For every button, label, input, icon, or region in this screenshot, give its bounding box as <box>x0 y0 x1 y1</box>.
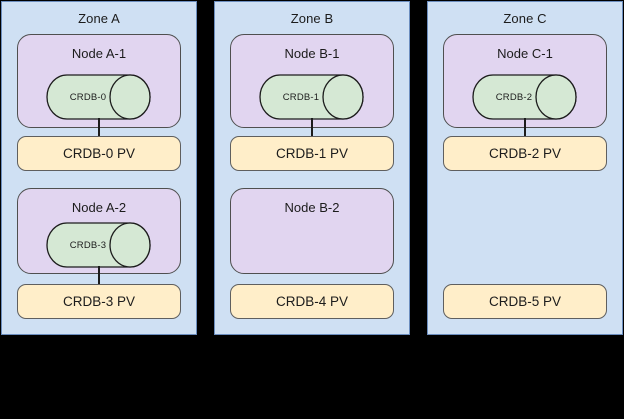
zone-c-title: Zone C <box>503 11 547 26</box>
pod-crdb-1[interactable]: CRDB-1 <box>259 74 365 120</box>
cylinder-icon <box>46 222 151 268</box>
pv-crdb-4[interactable]: CRDB-4 PV <box>230 284 394 319</box>
pod-crdb-2-label: CRDB-2 <box>495 91 533 103</box>
zone-b-title: Zone B <box>290 11 334 26</box>
connector-crdb-3-to-pv <box>98 266 100 286</box>
connector-crdb-1-to-pv <box>311 118 313 138</box>
connector-crdb-0-to-pv <box>98 118 100 138</box>
pv-crdb-0[interactable]: CRDB-0 PV <box>17 136 181 171</box>
cylinder-icon <box>259 74 364 120</box>
pod-crdb-3-label: CRDB-3 <box>69 239 107 251</box>
zone-a-title: Zone A <box>78 11 120 26</box>
pod-crdb-2[interactable]: CRDB-2 <box>472 74 578 120</box>
pod-crdb-0[interactable]: CRDB-0 <box>46 74 152 120</box>
node-b-2[interactable]: Node B-2 <box>230 188 394 274</box>
pv-crdb-2[interactable]: CRDB-2 PV <box>443 136 607 171</box>
pod-crdb-3[interactable]: CRDB-3 <box>46 222 152 268</box>
connector-crdb-2-to-pv <box>524 118 526 138</box>
pv-crdb-3[interactable]: CRDB-3 PV <box>17 284 181 319</box>
cylinder-icon <box>46 74 151 120</box>
pod-crdb-1-label: CRDB-1 <box>282 91 320 103</box>
node-b-2-title: Node B-2 <box>284 200 340 215</box>
node-a-2-title: Node A-2 <box>71 200 127 215</box>
node-c-1-title: Node C-1 <box>497 46 553 61</box>
pod-crdb-0-label: CRDB-0 <box>69 91 107 103</box>
node-a-1-title: Node A-1 <box>71 46 127 61</box>
node-b-1-title: Node B-1 <box>284 46 340 61</box>
pv-crdb-1[interactable]: CRDB-1 PV <box>230 136 394 171</box>
cylinder-icon <box>472 74 577 120</box>
pv-crdb-5[interactable]: CRDB-5 PV <box>443 284 607 319</box>
